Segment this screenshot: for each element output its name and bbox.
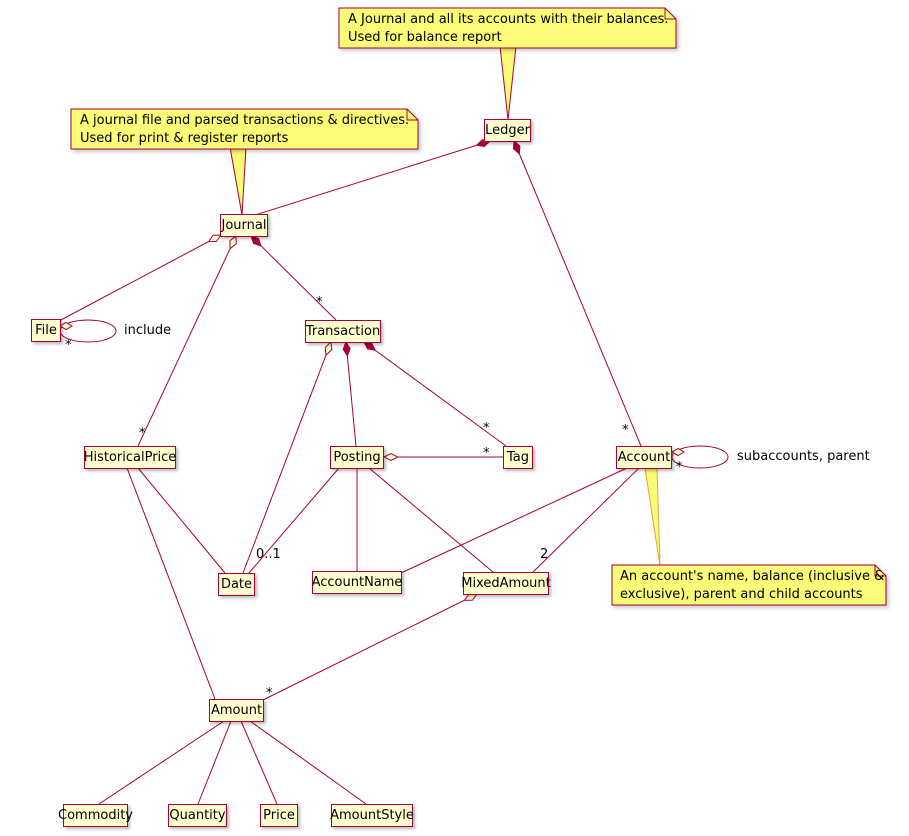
edge-amount-price: [240, 720, 278, 805]
role-label-subaccounts-parent: subaccounts, parent: [737, 449, 870, 464]
edge-historicalprice-amount: [126, 467, 216, 700]
note-account-text: An account's name, balance (inclusive & …: [620, 569, 885, 602]
class-node-accountname: AccountName: [312, 571, 402, 594]
aggregation-diamond-account-loop: [671, 447, 685, 457]
edge-ledger-account: [514, 141, 642, 447]
class-node-file: File: [31, 319, 61, 342]
edge-account-mixedamount: [532, 467, 640, 573]
edge-posting-date: [248, 467, 340, 574]
multiplicity-star-account: *: [622, 423, 629, 438]
class-node-quantity: Quantity: [168, 804, 227, 827]
class-node-account: Account: [616, 446, 672, 469]
edge-historicalprice-date: [137, 467, 226, 574]
multiplicity-star-account-loop: *: [676, 460, 683, 475]
note-journal-text: A journal file and parsed transactions &…: [80, 113, 410, 146]
class-node-price: Price: [260, 804, 298, 827]
edge-transaction-posting: [346, 342, 357, 447]
role-label-include: include: [124, 323, 172, 338]
multiplicity-star-file-loop: *: [65, 338, 72, 353]
edge-journal-file: [58, 235, 221, 322]
note-fold-account: [874, 565, 886, 577]
edge-ledger-journal: [251, 141, 490, 217]
multiplicity-zero-or-one-date: 0..1: [256, 547, 281, 562]
edge-transaction-tag: [364, 342, 507, 447]
class-node-tag: Tag: [503, 446, 533, 469]
note-tail-ledger: [499, 45, 517, 121]
multiplicity-two-mixedamount: 2: [540, 547, 549, 562]
multiplicity-star-amount: *: [266, 686, 273, 701]
note-fold-ledger: [664, 8, 676, 20]
multiplicity-star-historicalprice: *: [139, 426, 146, 441]
class-node-amountstyle: AmountStyle: [330, 804, 414, 827]
class-node-mixedamount: MixedAmount: [461, 572, 551, 595]
edge-amount-amountstyle: [249, 720, 367, 805]
class-node-commodity: Commodity: [58, 804, 133, 827]
multiplicity-star-tag-transaction: *: [483, 421, 490, 436]
note-fold-journal: [406, 109, 418, 121]
class-node-date: Date: [218, 573, 255, 596]
edge-transaction-date: [242, 342, 331, 574]
note-tail-journal: [229, 146, 247, 216]
multiplicity-star-transaction: *: [316, 295, 323, 310]
class-node-transaction: Transaction: [305, 320, 381, 343]
class-node-journal: Journal: [220, 214, 268, 237]
edge-posting-mixedamount: [368, 467, 494, 573]
edge-amount-commodity: [98, 720, 225, 805]
class-node-ledger: Ledger: [484, 119, 531, 142]
note-ledger-text: A Journal and all its accounts with thei…: [348, 12, 669, 45]
aggregation-diamond-file-loop: [59, 321, 73, 331]
edge-journal-transaction: [251, 236, 337, 321]
edge-account-accountname: [400, 467, 628, 574]
edge-journal-historicalprice: [137, 236, 236, 447]
class-node-posting: Posting: [330, 446, 384, 469]
edge-mixedamount-amount: [260, 594, 477, 702]
edge-amount-quantity: [197, 720, 232, 805]
multiplicity-star-tag-posting: *: [483, 446, 490, 461]
note-body-account: [611, 564, 887, 606]
note-link-account: [644, 467, 661, 567]
note-body-ledger: [338, 7, 677, 49]
note-body-journal: [70, 108, 419, 150]
edge-account-subaccounts-loop: [671, 445, 729, 469]
class-node-historicalprice: HistoricalPrice: [84, 446, 176, 469]
class-node-amount: Amount: [209, 699, 264, 722]
